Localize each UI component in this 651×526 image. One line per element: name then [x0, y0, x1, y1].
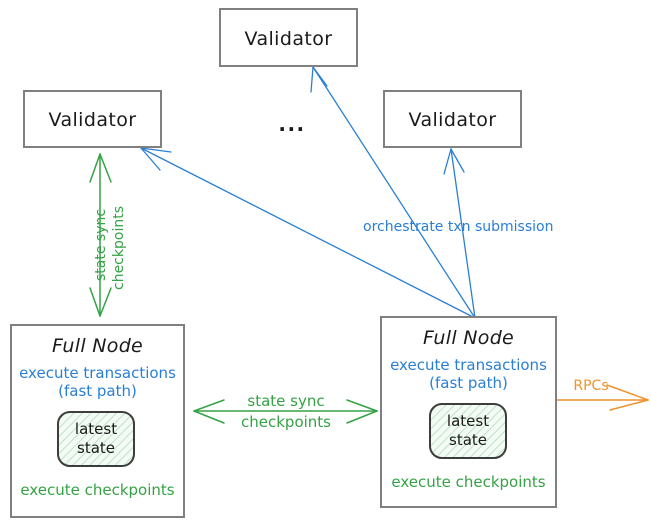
validator-right-label: Validator — [408, 109, 497, 131]
fullnode-right-latest-state-line2: state — [449, 431, 487, 449]
edge-label-state-sync-vertical-line1: state sync — [93, 208, 109, 281]
edge-rpcs — [556, 384, 649, 411]
fullnode-right-fast-path: (fast path) — [429, 374, 508, 392]
fullnode-left-title: Full Node — [51, 335, 144, 357]
fullnode-left-execute-transactions: execute transactions — [19, 364, 176, 382]
edge-state-sync-horizontal — [193, 399, 378, 424]
fullnode-left-fast-path: (fast path) — [58, 382, 137, 400]
edge-label-rpcs: RPCs — [573, 378, 609, 394]
validator-left-box[interactable]: Validator — [23, 90, 162, 148]
validator-right-box[interactable]: Validator — [383, 90, 522, 148]
fullnode-left-box[interactable]: Full Node execute transactions (fast pat… — [10, 324, 185, 518]
fullnode-left-latest-state-line1: latest — [74, 420, 118, 438]
edge-state-sync-vertical — [89, 153, 112, 317]
fullnode-left-latest-state-box: latest state — [57, 411, 135, 467]
edge-label-state-sync-horizontal-line1: state sync — [247, 392, 325, 410]
fullnode-right-execute-checkpoints: execute checkpoints — [391, 473, 546, 491]
edge-orchestrate-to-validator-right — [443, 148, 476, 319]
edge-orchestrate-to-validator-left — [140, 147, 476, 319]
edge-orchestrate-to-validator-top — [310, 66, 476, 319]
fullnode-right-latest-state-box: latest state — [429, 403, 507, 459]
fullnode-left-execute-checkpoints: execute checkpoints — [20, 481, 175, 499]
validator-top-box[interactable]: Validator — [219, 8, 358, 67]
fullnode-right-box[interactable]: Full Node execute transactions (fast pat… — [380, 316, 557, 508]
fullnode-left-latest-state-line2: state — [77, 439, 115, 457]
validators-ellipsis: ... — [278, 112, 306, 136]
edge-label-state-sync-horizontal-line2: checkpoints — [241, 413, 331, 431]
fullnode-right-execute-transactions: execute transactions — [390, 356, 547, 374]
edge-label-state-sync-vertical-line2: checkpoints — [111, 206, 127, 290]
fullnode-right-title: Full Node — [422, 327, 515, 349]
validator-left-label: Validator — [48, 109, 137, 131]
validator-top-label: Validator — [244, 28, 333, 50]
fullnode-right-latest-state-line1: latest — [446, 412, 490, 430]
edge-label-orchestrate: orchestrate txn submission — [363, 219, 554, 235]
